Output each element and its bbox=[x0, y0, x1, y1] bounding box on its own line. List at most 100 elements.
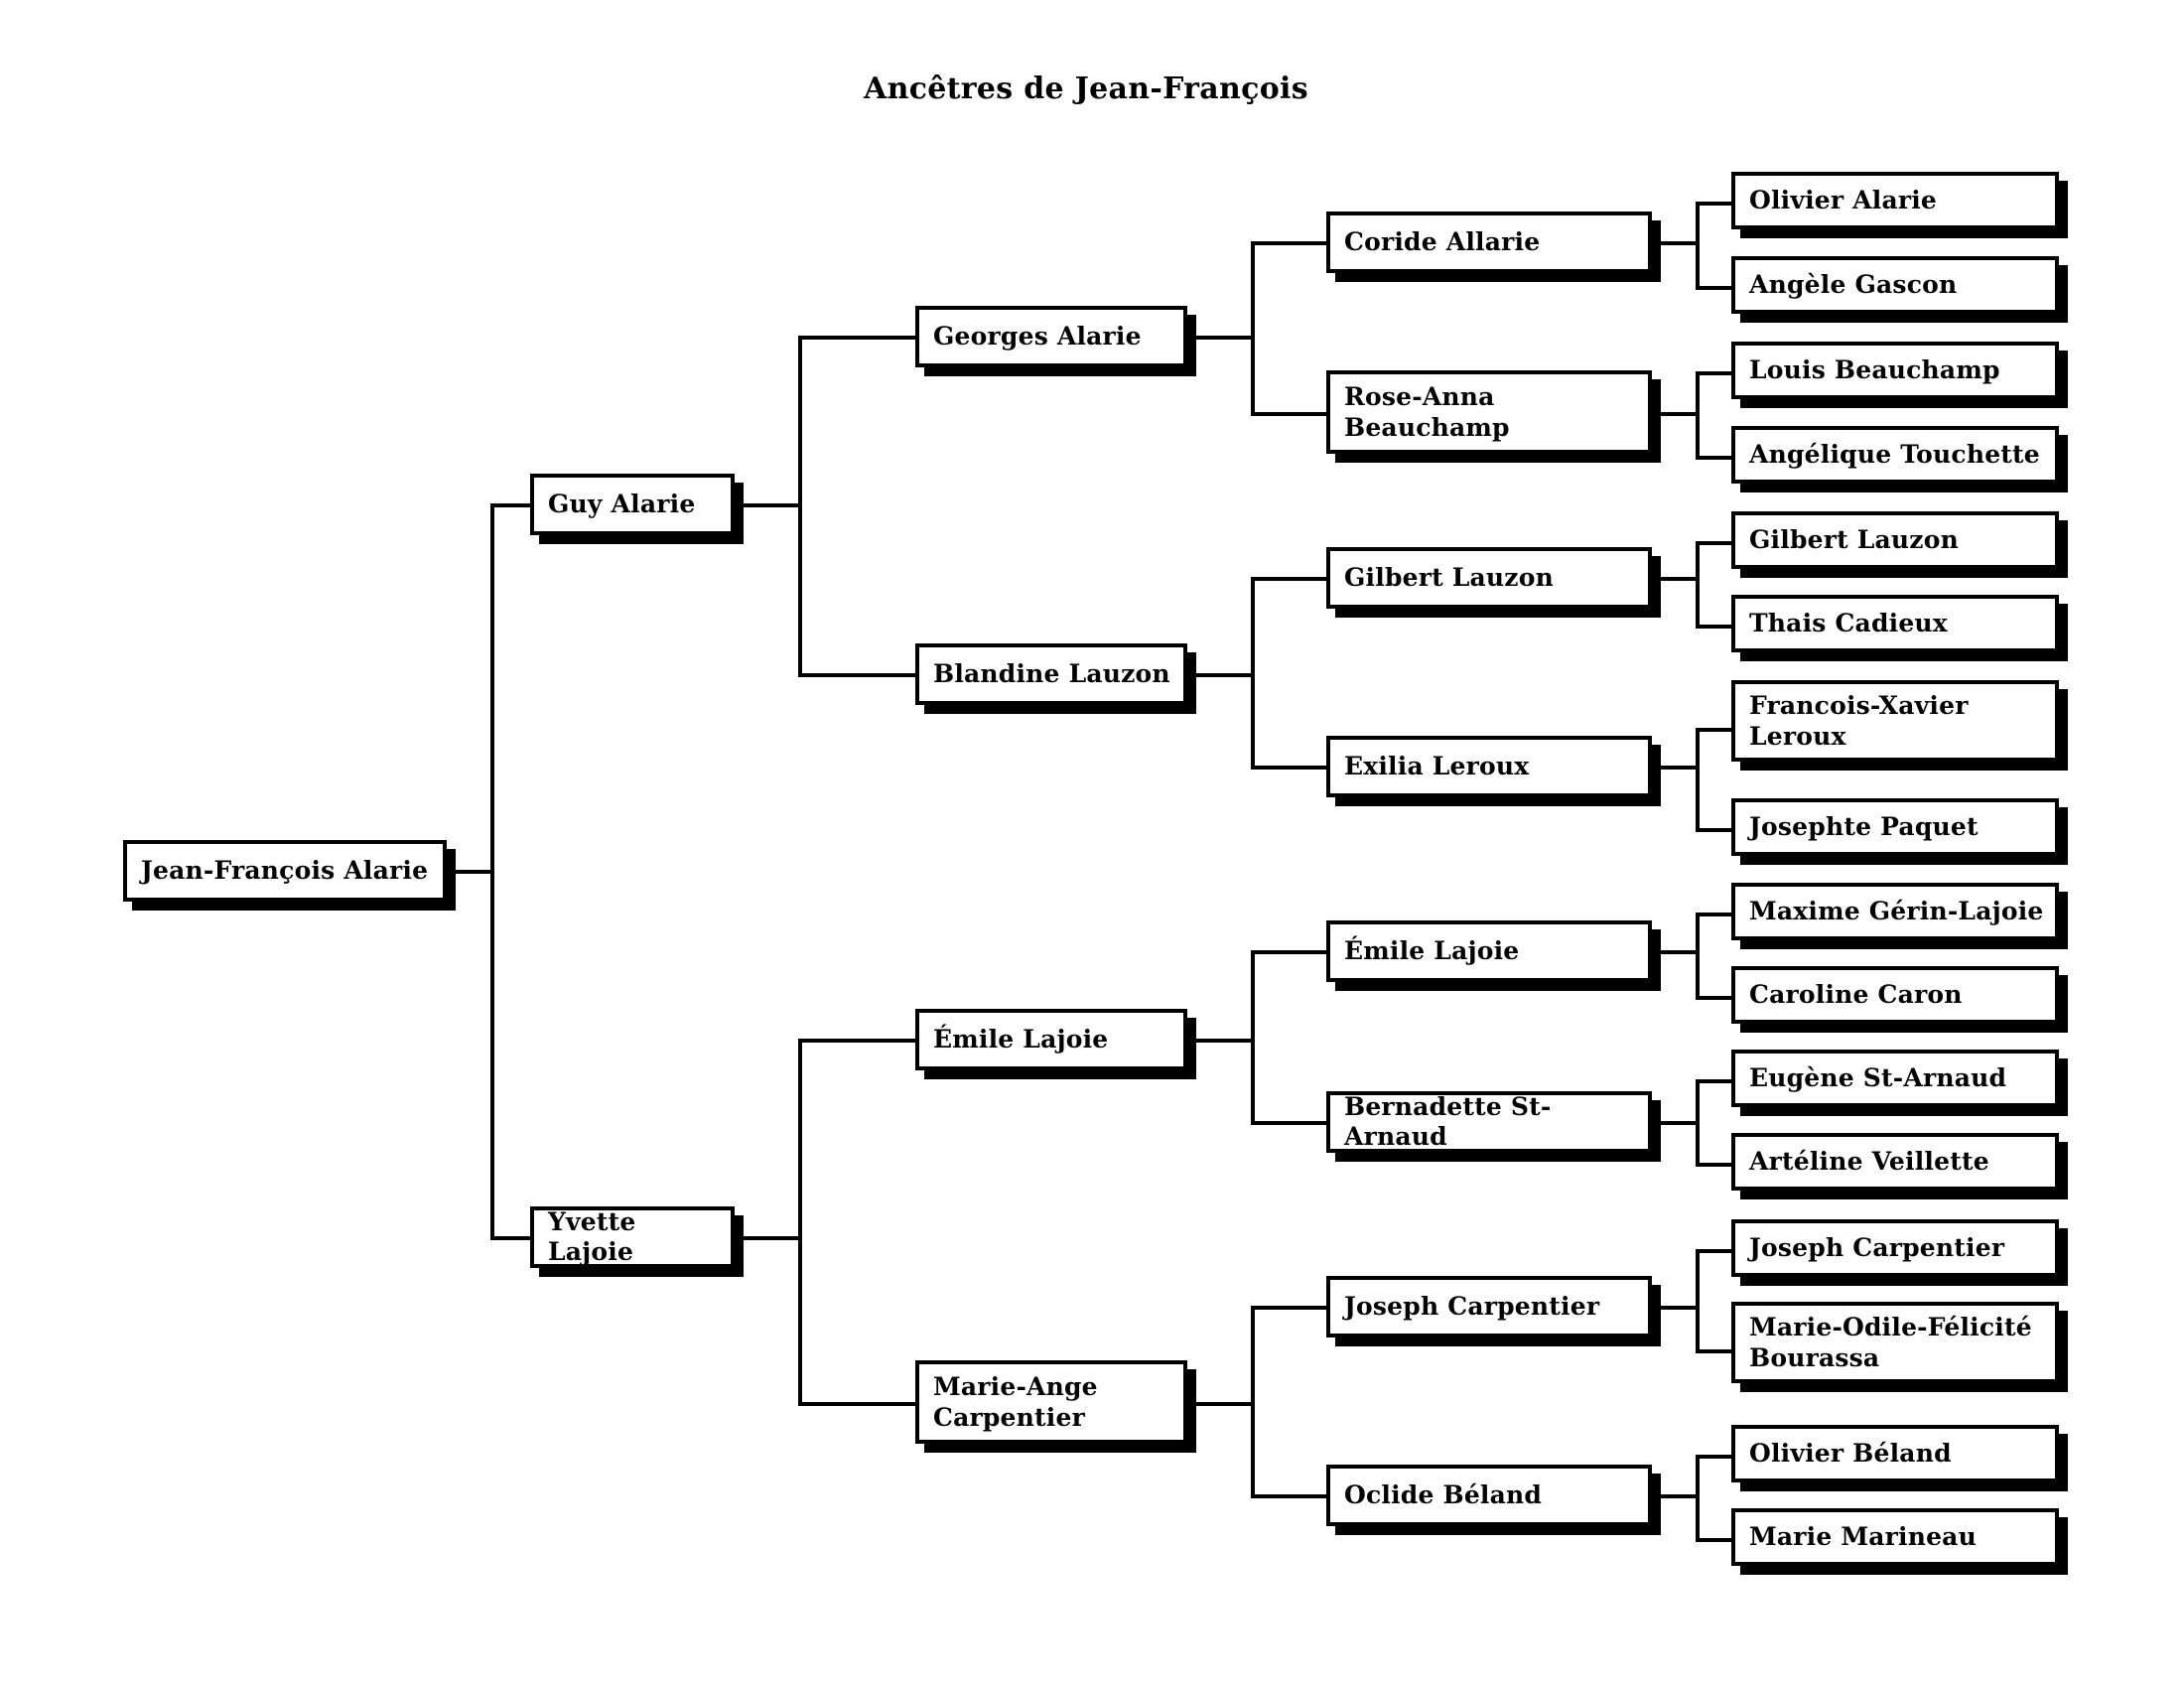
node-label: Jean-François Alarie bbox=[141, 856, 429, 885]
node-gen4-marie-marineau[interactable]: Marie Marineau bbox=[1731, 1508, 2059, 1566]
node-gen3-coride-allarie[interactable]: Coride Allarie bbox=[1326, 211, 1652, 273]
node-label-line2: Carpentier bbox=[933, 1403, 1085, 1432]
node-gen4-arteline-veillette[interactable]: Artéline Veillette bbox=[1731, 1133, 2059, 1191]
connector-marieange-vbar bbox=[1251, 1306, 1255, 1498]
node-label: Gilbert Lauzon bbox=[1749, 525, 1959, 554]
node-gen1-guy-alarie[interactable]: Guy Alarie bbox=[530, 474, 735, 535]
node-label: Émile Lajoie bbox=[933, 1025, 1109, 1054]
node-label: Marie-Ange Carpentier bbox=[933, 1371, 1098, 1434]
node-root-jean-francois-alarie[interactable]: Jean-François Alarie bbox=[123, 840, 447, 902]
node-label: Guy Alarie bbox=[548, 490, 696, 518]
connector-georges-vbar bbox=[1251, 241, 1255, 416]
node-gen4-gilbert-lauzon[interactable]: Gilbert Lauzon bbox=[1731, 511, 2059, 569]
node-gen4-joseph-carpentier[interactable]: Joseph Carpentier bbox=[1731, 1219, 2059, 1277]
connector-joseph3-to-joseph bbox=[1696, 1249, 1731, 1253]
node-label: Marie Marineau bbox=[1749, 1522, 1977, 1551]
connector-coride-to-angele bbox=[1696, 286, 1731, 290]
connector-bernadette-stub bbox=[1652, 1121, 1700, 1125]
connector-guy-stub bbox=[735, 503, 802, 507]
connector-yvette-to-emile bbox=[798, 1039, 915, 1043]
connector-emile2-to-bernadette bbox=[1251, 1121, 1326, 1125]
node-gen4-thais-cadieux[interactable]: Thais Cadieux bbox=[1731, 595, 2059, 652]
connector-marieange-to-joseph bbox=[1251, 1306, 1326, 1310]
node-label: Georges Alarie bbox=[933, 322, 1142, 351]
node-gen4-caroline-caron[interactable]: Caroline Caron bbox=[1731, 966, 2059, 1024]
node-gen2-marie-ange-carpentier[interactable]: Marie-Ange Carpentier bbox=[915, 1360, 1187, 1444]
node-gen4-angelique-touchette[interactable]: Angélique Touchette bbox=[1731, 426, 2059, 484]
node-label: Artéline Veillette bbox=[1749, 1147, 1989, 1176]
node-gen3-oclide-beland[interactable]: Oclide Béland bbox=[1326, 1465, 1652, 1526]
node-label: Émile Lajoie bbox=[1344, 936, 1520, 965]
connector-yvette-to-marieange bbox=[798, 1402, 915, 1406]
node-gen2-emile-lajoie[interactable]: Émile Lajoie bbox=[915, 1009, 1187, 1070]
connector-coride-to-olivier bbox=[1696, 202, 1731, 206]
connector-oclide-to-marie bbox=[1696, 1538, 1731, 1542]
node-gen3-gilbert-lauzon[interactable]: Gilbert Lauzon bbox=[1326, 547, 1652, 609]
node-gen3-rose-anna-beauchamp[interactable]: Rose-Anna Beauchamp bbox=[1326, 370, 1652, 454]
node-label: Louis Beauchamp bbox=[1749, 355, 2000, 384]
connector-coride-stub bbox=[1652, 241, 1700, 245]
node-label-line1: Rose-Anna bbox=[1344, 381, 1495, 411]
node-label: Yvette Lajoie bbox=[548, 1207, 636, 1266]
node-label: Olivier Béland bbox=[1749, 1439, 1952, 1468]
node-label: Caroline Caron bbox=[1749, 980, 1963, 1009]
connector-root-to-guy bbox=[490, 503, 530, 507]
node-gen4-maxime-gerin-lajoie[interactable]: Maxime Gérin-Lajoie bbox=[1731, 883, 2059, 940]
node-gen3-exilia-leroux[interactable]: Exilia Leroux bbox=[1326, 736, 1652, 797]
connector-emile2-to-emile bbox=[1251, 950, 1326, 954]
connector-joseph3-to-marieodile bbox=[1696, 1349, 1731, 1353]
connector-blandine-to-gilbert bbox=[1251, 577, 1326, 581]
node-label: Francois-Xavier Leroux bbox=[1749, 690, 1969, 753]
node-label-line1: Francois-Xavier bbox=[1749, 690, 1969, 720]
connector-marieange-stub bbox=[1187, 1402, 1255, 1406]
connector-root-stub bbox=[447, 870, 494, 874]
connector-bernadette-vbar bbox=[1696, 1079, 1700, 1165]
node-label: Angèle Gascon bbox=[1749, 270, 1958, 299]
connector-root-to-yvette bbox=[490, 1236, 530, 1240]
connector-emile3-stub bbox=[1652, 950, 1700, 954]
connector-roseanna-to-louis bbox=[1696, 371, 1731, 375]
node-gen2-blandine-lauzon[interactable]: Blandine Lauzon bbox=[915, 643, 1187, 705]
connector-emile2-vbar bbox=[1251, 950, 1255, 1125]
connector-exilia-to-francois bbox=[1696, 728, 1731, 732]
node-label: Josephte Paquet bbox=[1749, 812, 1979, 841]
connector-emile3-vbar bbox=[1696, 913, 1700, 998]
node-gen3-joseph-carpentier[interactable]: Joseph Carpentier bbox=[1326, 1276, 1652, 1337]
node-label: Joseph Carpentier bbox=[1749, 1233, 2005, 1262]
connector-guy-vbar bbox=[798, 336, 802, 677]
node-gen4-eugene-st-arnaud[interactable]: Eugène St-Arnaud bbox=[1731, 1050, 2059, 1107]
node-label-line2: Leroux bbox=[1749, 722, 1846, 751]
connector-yvette-stub bbox=[735, 1236, 802, 1240]
connector-gilbert3-to-thais bbox=[1696, 625, 1731, 629]
connector-emile2-stub bbox=[1187, 1039, 1255, 1043]
connector-blandine-vbar bbox=[1251, 577, 1255, 770]
node-label-line2: Beauchamp bbox=[1344, 413, 1510, 442]
node-label: Marie-Odile-Félicité Bourassa bbox=[1749, 1312, 2032, 1374]
connector-oclide-stub bbox=[1652, 1494, 1700, 1498]
connector-exilia-stub bbox=[1652, 766, 1700, 770]
node-gen4-josephte-paquet[interactable]: Josephte Paquet bbox=[1731, 798, 2059, 856]
node-gen4-olivier-alarie[interactable]: Olivier Alarie bbox=[1731, 172, 2059, 229]
node-gen4-olivier-beland[interactable]: Olivier Béland bbox=[1731, 1425, 2059, 1482]
node-gen4-francois-xavier-leroux[interactable]: Francois-Xavier Leroux bbox=[1731, 680, 2059, 762]
connector-yvette-vbar bbox=[798, 1039, 802, 1406]
connector-root-vbar bbox=[490, 503, 494, 1240]
connector-blandine-to-exilia bbox=[1251, 766, 1326, 770]
connector-guy-to-georges bbox=[798, 336, 915, 340]
connector-roseanna-to-angelique bbox=[1696, 456, 1731, 460]
connector-coride-vbar bbox=[1696, 202, 1700, 287]
node-gen4-marie-odile-felicite-bourassa[interactable]: Marie-Odile-Félicité Bourassa bbox=[1731, 1302, 2059, 1383]
node-gen2-georges-alarie[interactable]: Georges Alarie bbox=[915, 306, 1187, 367]
node-gen1-yvette-lajoie[interactable]: Yvette Lajoie bbox=[530, 1206, 735, 1268]
node-label: Rose-Anna Beauchamp bbox=[1344, 381, 1510, 444]
node-label: Coride Allarie bbox=[1344, 227, 1541, 256]
node-gen3-bernadette-st-arnaud[interactable]: Bernadette St-Arnaud bbox=[1326, 1091, 1652, 1153]
connector-gilbert3-vbar bbox=[1696, 541, 1700, 627]
node-gen3-emile-lajoie[interactable]: Émile Lajoie bbox=[1326, 920, 1652, 982]
node-gen4-angele-gascon[interactable]: Angèle Gascon bbox=[1731, 256, 2059, 314]
node-gen4-louis-beauchamp[interactable]: Louis Beauchamp bbox=[1731, 342, 2059, 399]
connector-emile3-to-maxime bbox=[1696, 913, 1731, 916]
connector-bernadette-to-eugene bbox=[1696, 1079, 1731, 1083]
node-label: Angélique Touchette bbox=[1749, 440, 2040, 469]
connector-exilia-to-josephte bbox=[1696, 828, 1731, 832]
